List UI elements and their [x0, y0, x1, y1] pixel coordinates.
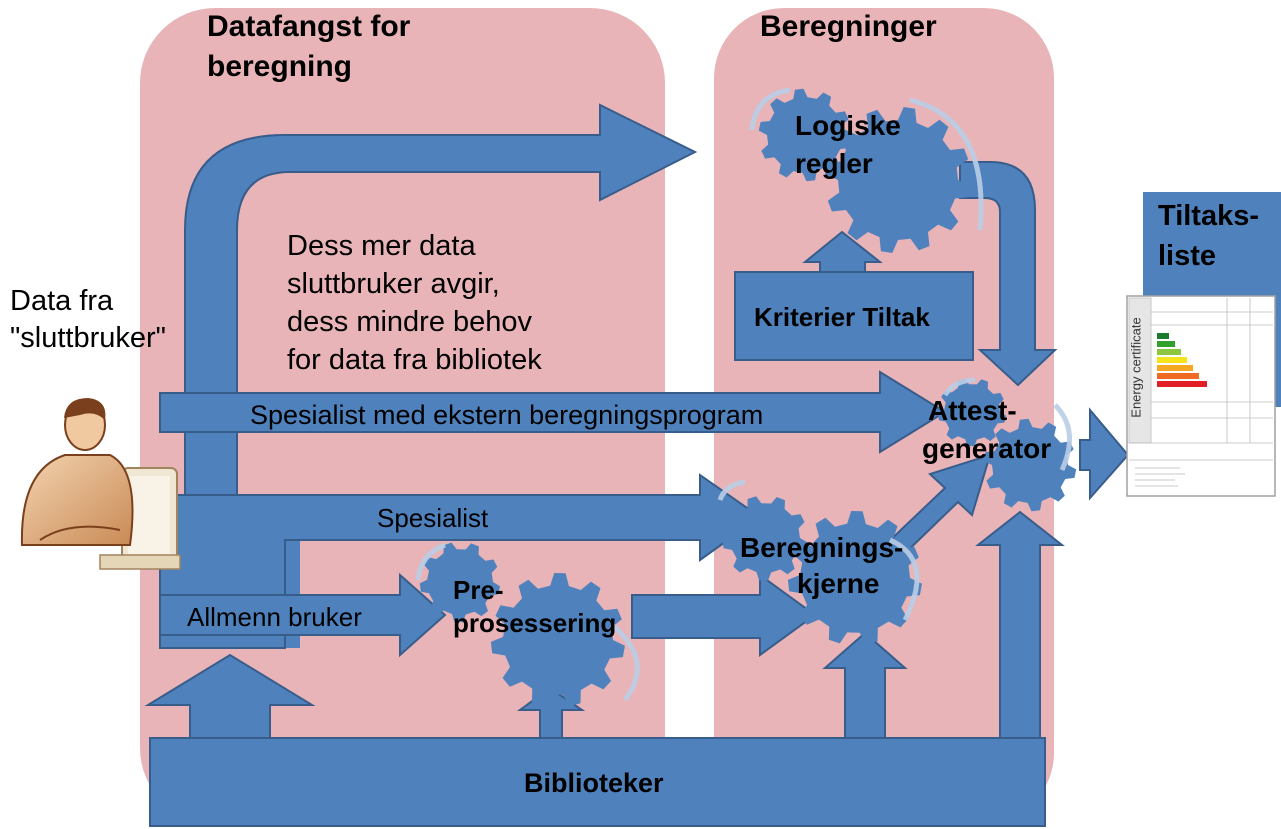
pre-large-gear-icon: [490, 573, 625, 707]
logic-small-gear-icon: [758, 88, 852, 182]
measures-list-label-line2: liste: [1158, 240, 1217, 272]
arc-pre-2: [610, 623, 640, 702]
flow-arrow-top: [184, 103, 698, 501]
attest-small-gear-icon: [937, 378, 1006, 447]
output-arrow: [1079, 407, 1130, 501]
core-large-gear-icon: [787, 511, 922, 645]
general-user-label: Allmenn bruker: [187, 602, 362, 632]
arc-logic-2: [909, 97, 984, 231]
libraries-label: Biblioteker: [524, 768, 664, 798]
note-line1: Dess mer data: [287, 230, 476, 262]
specialist-external-label: Spesialist med ekstern beregningsprogram: [250, 400, 764, 430]
person-at-computer-icon: [20, 398, 181, 570]
preprocessing-label-line1: Pre-: [453, 575, 504, 605]
logic-rules-label-line1: Logiske: [795, 110, 901, 141]
calc-core-label-line1: Beregnings-: [740, 532, 904, 563]
library-up-arrow-1: [144, 653, 316, 739]
general-user-arrow: [159, 572, 447, 658]
arc-pre-1: [415, 542, 447, 581]
data-capture-title-line1: Datafangst for: [207, 10, 411, 43]
note-line2: sluttbruker avgir,: [287, 268, 500, 300]
specialist-arrow: [159, 473, 762, 649]
preprocessing-label-line2: prosessering: [453, 608, 617, 638]
pre-to-core-arrow: [631, 573, 817, 657]
libraries-bar: [149, 737, 1046, 827]
pre-small-gear-icon: [419, 542, 500, 623]
specialist-label: Spesialist: [377, 503, 489, 533]
criteria-label: Kriterier Tiltak: [754, 302, 930, 332]
arc-attest-1: [1053, 403, 1073, 472]
measures-list-label-line1: Tiltaks-: [1158, 200, 1260, 232]
energy-certificate-icon: [1126, 295, 1276, 497]
calc-core-label-line2: kjerne: [797, 568, 880, 599]
attest-generator-label-line2: generator: [922, 433, 1052, 464]
arc-core-2: [888, 537, 920, 622]
criteria-box: [734, 271, 974, 361]
arc-logic-1: [749, 87, 791, 131]
attest-generator-label-line1: Attest-: [928, 395, 1017, 426]
note-line4: for data fra bibliotek: [287, 344, 542, 376]
user-label-line2: "sluttbruker": [10, 322, 166, 354]
note-line3: dess mindre behov: [287, 306, 533, 338]
specialist-external-arrow: [159, 370, 947, 454]
calculations-title: Beregninger: [760, 10, 937, 43]
arc-core-1: [717, 479, 746, 501]
logic-large-gear-icon: [825, 107, 971, 253]
logic-rules-label-line2: regler: [795, 148, 873, 179]
arc-attest-2: [942, 377, 976, 397]
user-label-line1: Data fra: [10, 285, 114, 317]
energy-certificate-label: Energy certificate: [1128, 317, 1144, 418]
library-up-arrow-4: [975, 510, 1065, 739]
logic-to-attest-arrow: [959, 161, 1058, 387]
core-small-gear-icon: [722, 496, 808, 581]
data-capture-title-line2: beregning: [207, 50, 353, 83]
gear-icons: [419, 88, 1077, 707]
library-up-arrow-3: [822, 631, 908, 739]
criteria-up-arrow: [802, 230, 883, 273]
attest-large-gear-icon: [983, 418, 1077, 512]
